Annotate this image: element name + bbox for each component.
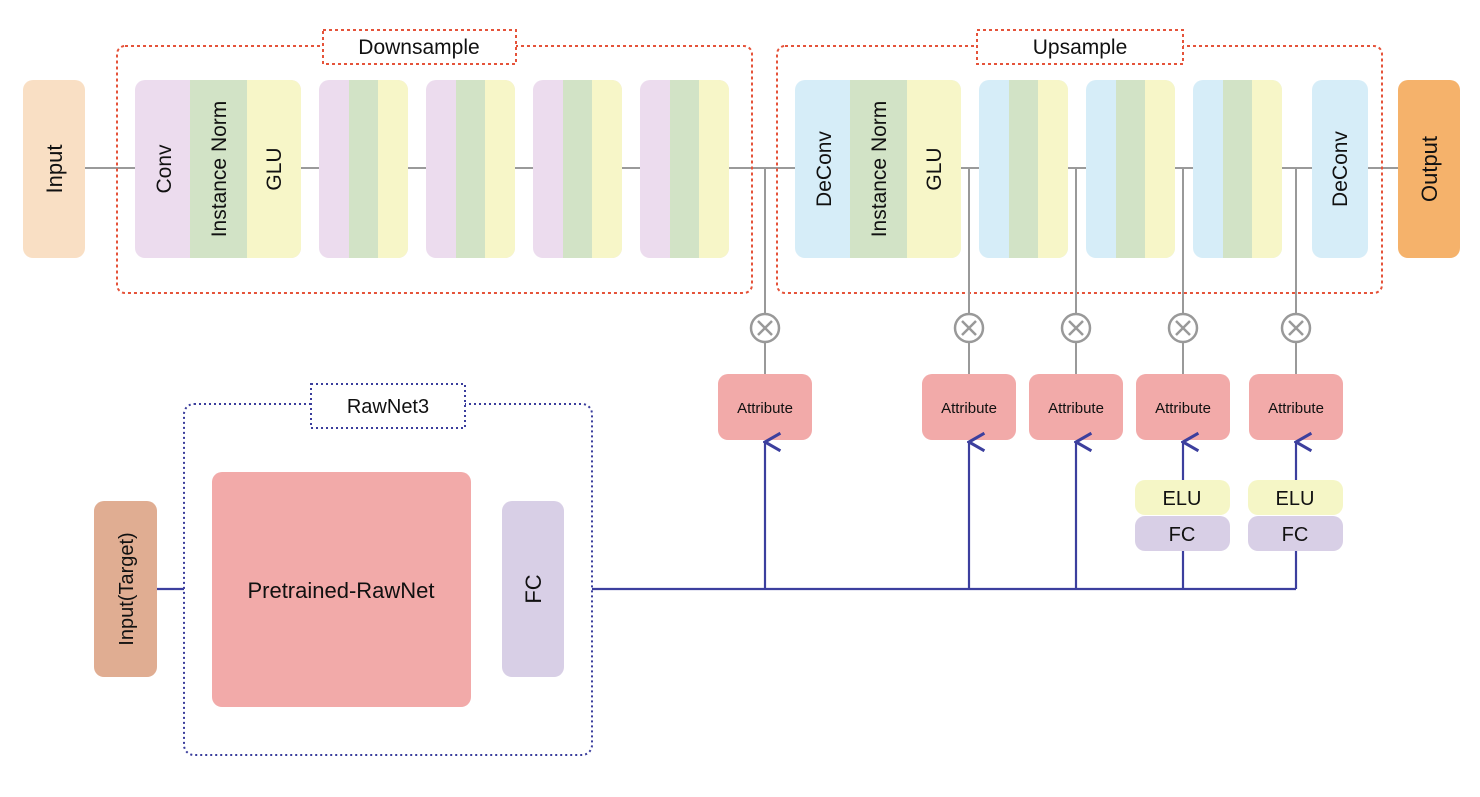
elu-fc-stack-2: ELU FC xyxy=(1248,480,1343,551)
rawnet-fc-block: FC xyxy=(502,501,564,677)
input-label: Input xyxy=(42,145,67,194)
downsample-title: Downsample xyxy=(358,36,479,59)
multiply-node-1 xyxy=(749,312,781,344)
fc-box-1 xyxy=(1135,516,1230,551)
downsample-frame xyxy=(116,45,753,294)
attribute-box-4: Attribute xyxy=(1136,374,1230,440)
rawnet3-group: RawNet3 Pretrained-RawNet FC xyxy=(183,383,593,756)
multiply-node-4 xyxy=(1167,312,1199,344)
attribute-box-5: Attribute xyxy=(1249,374,1343,440)
rawnet3-title: RawNet3 xyxy=(347,396,429,418)
fc-label-2: FC xyxy=(1282,524,1309,546)
elu-fc-stack-1: ELU FC xyxy=(1135,480,1230,551)
downsample-block-5 xyxy=(640,80,729,258)
upsample-group: Upsample DeConv Instance Norm GLU DeCon xyxy=(776,29,1383,294)
upsample-block-3 xyxy=(1086,80,1175,258)
downsample-block-3 xyxy=(426,80,515,258)
instance-norm-label: Instance Norm xyxy=(208,101,231,238)
pretrained-rawnet-block: Pretrained-RawNet xyxy=(212,472,471,707)
downsample-block-4 xyxy=(533,80,622,258)
downsample-block-1: Conv Instance Norm GLU xyxy=(135,80,301,258)
upsample-block-2 xyxy=(979,80,1068,258)
elu-box-1 xyxy=(1135,480,1230,515)
upsample-final-deconv: DeConv xyxy=(1312,80,1368,258)
conv-label: Conv xyxy=(153,144,176,194)
input-target-block: Input(Target) xyxy=(94,501,157,677)
pretrained-rawnet-label: Pretrained-RawNet xyxy=(247,578,434,603)
fc-box-2 xyxy=(1248,516,1343,551)
deconv-label: DeConv xyxy=(813,131,836,207)
elu-label-2: ELU xyxy=(1276,488,1315,510)
elu-label-1: ELU xyxy=(1163,488,1202,510)
conditioning-lines xyxy=(157,442,1296,591)
multiply-connectors xyxy=(764,168,1297,374)
multiply-node-5 xyxy=(1280,312,1312,344)
attribute-label-5: Attribute xyxy=(1268,400,1324,417)
rawnet3-title-box xyxy=(310,383,466,429)
input-target-label: Input(Target) xyxy=(116,532,138,645)
upsample-title: Upsample xyxy=(1033,36,1128,59)
input-block: Input xyxy=(23,80,85,258)
attribute-label-4: Attribute xyxy=(1155,400,1211,417)
attribute-label-2: Attribute xyxy=(941,400,997,417)
final-deconv-label: DeConv xyxy=(1329,131,1352,207)
glu-label: GLU xyxy=(263,147,286,190)
up-glu-label: GLU xyxy=(923,147,946,190)
attribute-label-1: Attribute xyxy=(737,400,793,417)
attribute-box-1: Attribute xyxy=(718,374,812,440)
attribute-box-3: Attribute xyxy=(1029,374,1123,440)
downsample-group: Downsample Conv Instance Norm GLU xyxy=(116,29,753,294)
downsample-block-2 xyxy=(319,80,408,258)
upsample-block-1: DeConv Instance Norm GLU xyxy=(795,80,961,258)
elu-box-2 xyxy=(1248,480,1343,515)
downsample-title-box xyxy=(322,29,517,65)
upsample-title-box xyxy=(976,29,1184,65)
output-block: Output xyxy=(1398,80,1460,258)
fc-label-1: FC xyxy=(1169,524,1196,546)
attribute-box-2: Attribute xyxy=(922,374,1016,440)
upsample-block-4 xyxy=(1193,80,1282,258)
rawnet-fc-label: FC xyxy=(521,574,546,603)
up-instance-norm-label: Instance Norm xyxy=(868,101,891,238)
output-label: Output xyxy=(1417,136,1442,202)
multiply-node-3 xyxy=(1060,312,1092,344)
multiply-node-2 xyxy=(953,312,985,344)
attribute-label-3: Attribute xyxy=(1048,400,1104,417)
